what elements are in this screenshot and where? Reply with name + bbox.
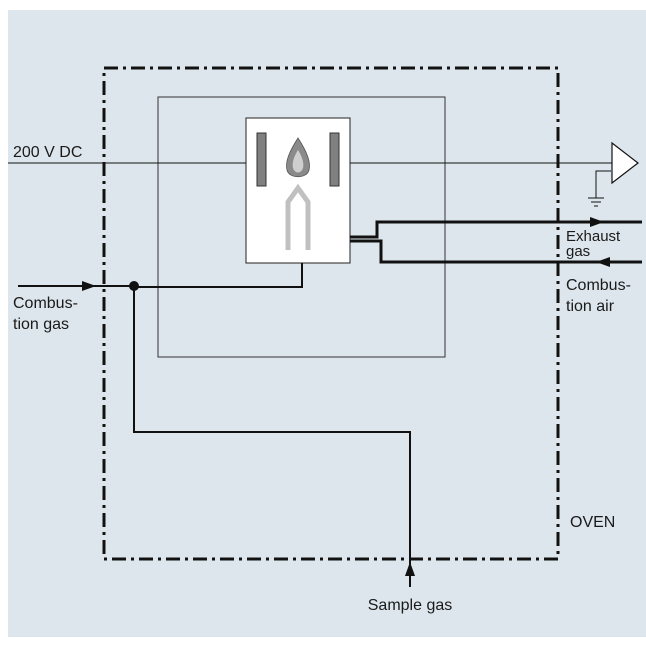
amplifier-triangle-icon (611, 141, 639, 185)
combustion-gas-label: Combus- (13, 295, 78, 312)
exhaust-gas-line (350, 217, 642, 239)
combustion-gas-label-line2: tion gas (13, 316, 69, 333)
right-electrode (329, 132, 340, 187)
combustion-air-line (350, 239, 642, 267)
voltage-label: 200 V DC (13, 144, 82, 161)
combustion-air-label-line2: tion air (566, 298, 615, 315)
left-electrode (256, 132, 267, 187)
combustion-air-label: Combus- (566, 277, 631, 294)
sample-gas-label: Sample gas (368, 597, 453, 614)
flame-icon (286, 137, 310, 178)
oven-label: OVEN (570, 514, 615, 531)
sample-gas-line (133, 286, 415, 587)
exhaust-gas-label-line2: gas (566, 243, 590, 260)
oven-boundary (102, 66, 560, 561)
detector-housing (157, 96, 446, 358)
ground-icon (588, 170, 611, 207)
background-panel (8, 10, 646, 637)
burner-nozzle (285, 183, 311, 250)
exhaust-gas-label: Exhaust (566, 228, 621, 245)
